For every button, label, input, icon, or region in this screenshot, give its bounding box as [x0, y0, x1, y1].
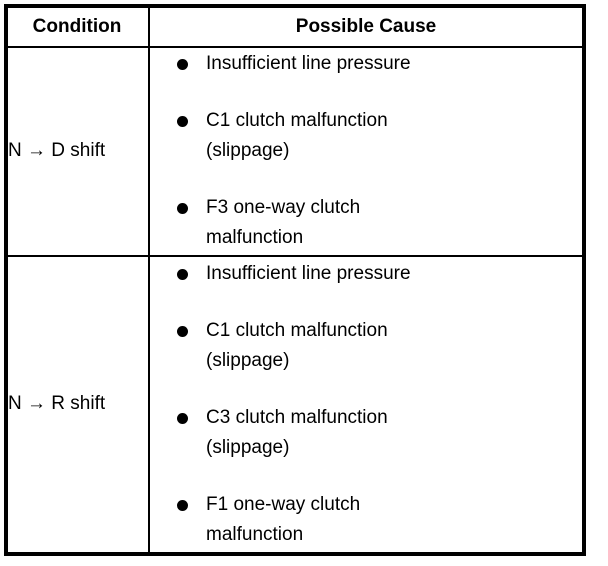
list-item: Insufficient line pressure [150, 49, 582, 79]
column-header-condition: Condition [8, 8, 150, 48]
cause-text: F1 one-way clutch malfunction [206, 493, 361, 545]
list-item: C3 clutch malfunction (slippage) [150, 403, 582, 463]
bullet-icon [177, 325, 188, 337]
table-row: N → R shift Insufficient line pressure C… [8, 254, 582, 552]
cause-text: Insufficient line pressure [206, 53, 411, 75]
cause-text: C3 clutch malfunction (slippage) [206, 406, 388, 458]
bullet-icon [177, 116, 188, 128]
table-body: N → D shift Insufficient line pressure C… [8, 47, 582, 552]
list-item: C1 clutch malfunction (slippage) [150, 316, 582, 376]
bullet-icon [177, 59, 188, 71]
bullet-icon [177, 203, 188, 215]
possible-cause-cell: Insufficient line pressure C1 clutch mal… [149, 47, 582, 256]
bullet-icon [177, 499, 188, 511]
list-item: C1 clutch malfunction (slippage) [150, 106, 582, 166]
table-header-row: Condition Possible Cause [8, 8, 582, 48]
table-header: Condition Possible Cause [8, 8, 582, 48]
possible-cause-cell: Insufficient line pressure C1 clutch mal… [149, 254, 582, 552]
bullet-icon [177, 412, 188, 424]
table-row: N → D shift Insufficient line pressure C… [8, 47, 582, 256]
list-item: F3 one-way clutch malfunction [150, 193, 582, 253]
cause-text: F3 one-way clutch malfunction [206, 197, 361, 249]
diagnostic-table-container: Condition Possible Cause N → D shift Ins… [4, 4, 586, 556]
column-header-possible-cause: Possible Cause [149, 8, 582, 48]
cause-text: C1 clutch malfunction (slippage) [206, 319, 388, 371]
cause-text: Insufficient line pressure [206, 262, 411, 284]
bullet-icon [177, 268, 188, 280]
cause-list: Insufficient line pressure C1 clutch mal… [150, 49, 582, 253]
cause-list: Insufficient line pressure C1 clutch mal… [150, 259, 582, 550]
list-item: F1 one-way clutch malfunction [150, 490, 582, 550]
list-item: Insufficient line pressure [150, 259, 582, 289]
condition-cause-table: Condition Possible Cause N → D shift Ins… [8, 8, 582, 552]
condition-value: N → R shift [8, 254, 150, 552]
cause-text: C1 clutch malfunction (slippage) [206, 110, 388, 162]
condition-value: N → D shift [8, 47, 150, 256]
